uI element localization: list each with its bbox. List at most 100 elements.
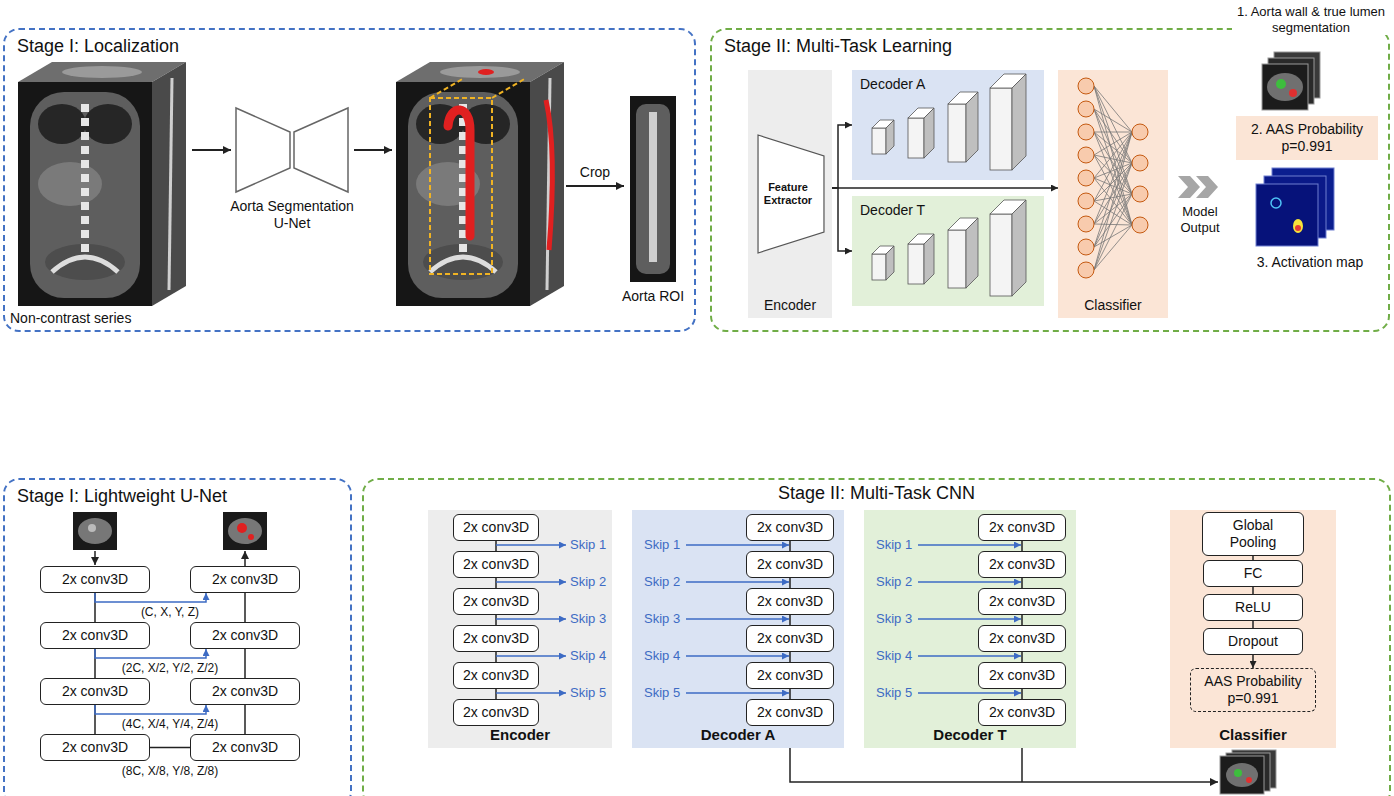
neuron [1078, 124, 1094, 140]
node-text: 2x conv3D [989, 704, 1055, 721]
node-text: Feature Extractor [761, 181, 815, 207]
layer-box: FC [1203, 560, 1303, 587]
caption-label: Crop [575, 164, 615, 181]
skip-label: Skip 1 [570, 537, 606, 553]
layer-box: Dropout [1203, 628, 1303, 655]
node-text: 2x conv3D [463, 556, 529, 573]
node-text: 2x conv3D [463, 704, 529, 721]
ct-volume [18, 62, 186, 306]
vertebra [81, 118, 89, 126]
stage-panel: Stage II: Multi-Task CNNEncoder2x conv3D… [362, 478, 1391, 796]
node-text: Classifier [1084, 297, 1142, 314]
true-lumen-mask [1276, 79, 1286, 89]
conv-box: 2x conv3D [746, 551, 834, 578]
node-text: Decoder A [701, 726, 775, 744]
skip-label: Skip 2 [644, 574, 680, 590]
node-text: 2x conv3D [989, 593, 1055, 610]
neuron [1132, 217, 1148, 233]
neuron [1078, 216, 1094, 232]
true-lumen-mask [1234, 769, 1242, 777]
conv-box: 2x conv3D [978, 699, 1066, 726]
node-text: Decoder T [933, 726, 1006, 744]
connector [1252, 556, 1254, 560]
connector [832, 188, 852, 251]
node-text: 2x conv3D [212, 683, 278, 700]
node-text: 2x conv3D [757, 667, 823, 684]
skip-arrow [496, 655, 566, 657]
body-outline [1226, 763, 1258, 787]
skip-arrow [686, 655, 789, 657]
connector [832, 187, 1058, 189]
node-text: AAS Probability [1204, 673, 1301, 690]
node-text: Stage I: Localization [17, 36, 179, 58]
conv-box: 2x conv3D [40, 678, 150, 705]
connector [789, 652, 791, 662]
vertebra [81, 174, 89, 182]
node-text: FC [1244, 565, 1263, 582]
skip-arrow [918, 692, 1021, 694]
conv-box: 2x conv3D [453, 662, 539, 689]
conv-box: 2x conv3D [978, 625, 1066, 652]
skip-arrows [496, 545, 1021, 693]
neuron [1078, 193, 1094, 209]
edge-label: (8C, X/8, Y/8, Z/8) [120, 764, 220, 778]
node-text: 2x conv3D [757, 556, 823, 573]
output-box: AAS Probabilityp=0.991 [1190, 668, 1316, 712]
skip-arrow [496, 618, 566, 620]
encoder-block: EncoderFeature Extractor [748, 70, 832, 318]
node-text: 2x conv3D [757, 630, 823, 647]
vertebra [81, 146, 89, 154]
pelvic-bone [52, 257, 118, 272]
decoder-blocks [872, 74, 1026, 170]
aorta-mask [237, 523, 247, 533]
connector [495, 689, 497, 699]
segmentation-slice [1220, 756, 1264, 794]
skip-arrow [686, 618, 789, 620]
flow-arrow [192, 149, 231, 151]
body-outline [30, 92, 140, 298]
skip-label: Skip 5 [876, 685, 912, 701]
aorta-wall-mask [1246, 777, 1252, 783]
connector [832, 125, 852, 188]
output-slice [223, 512, 267, 550]
node-text: 2x conv3D [463, 519, 529, 536]
connector [1252, 587, 1254, 594]
unet-icon [236, 108, 290, 192]
pelvis [45, 244, 125, 280]
activation-ring [1271, 198, 1281, 208]
side-spine [169, 78, 172, 290]
skip-label: Skip 1 [876, 537, 912, 553]
edge-label: (2C, X/2, Y/2, Z/2) [120, 661, 220, 675]
conv-box: 2x conv3D [746, 514, 834, 541]
skip-label: Skip 2 [876, 574, 912, 590]
conv-box: 2x conv3D [190, 734, 300, 761]
conv-box: 2x conv3D [453, 625, 539, 652]
conv-box: 2x conv3D [190, 622, 300, 649]
conv-box: 2x conv3D [978, 514, 1066, 541]
aorta-roi [636, 104, 670, 274]
neuron [1078, 101, 1094, 117]
skip-label: Skip 3 [570, 611, 606, 627]
vertebra [81, 244, 89, 252]
vertebra [81, 202, 89, 210]
axial-slice [62, 66, 142, 78]
connector [1252, 621, 1254, 628]
connector [1021, 652, 1023, 662]
skip-label: Skip 2 [570, 574, 606, 590]
node-text: 2x conv3D [989, 556, 1055, 573]
conv-box: 2x conv3D [453, 551, 539, 578]
node-text: 2x conv3D [62, 627, 128, 644]
connector [495, 615, 497, 625]
edge-label: (C, X, Y, Z) [139, 605, 201, 619]
caption-label: Model Output [1168, 204, 1232, 235]
node-text: p=0.991 [1228, 690, 1279, 707]
connector [789, 541, 791, 551]
conv-box: 2x conv3D [978, 662, 1066, 689]
node-text: Stage II: Multi-Task Learning [724, 36, 952, 58]
skip-arrow [918, 581, 1021, 583]
conv-box: 2x conv3D [746, 588, 834, 615]
node-text: 2x conv3D [212, 627, 278, 644]
node-text: ReLU [1235, 599, 1271, 616]
conv-box: 2x conv3D [453, 699, 539, 726]
